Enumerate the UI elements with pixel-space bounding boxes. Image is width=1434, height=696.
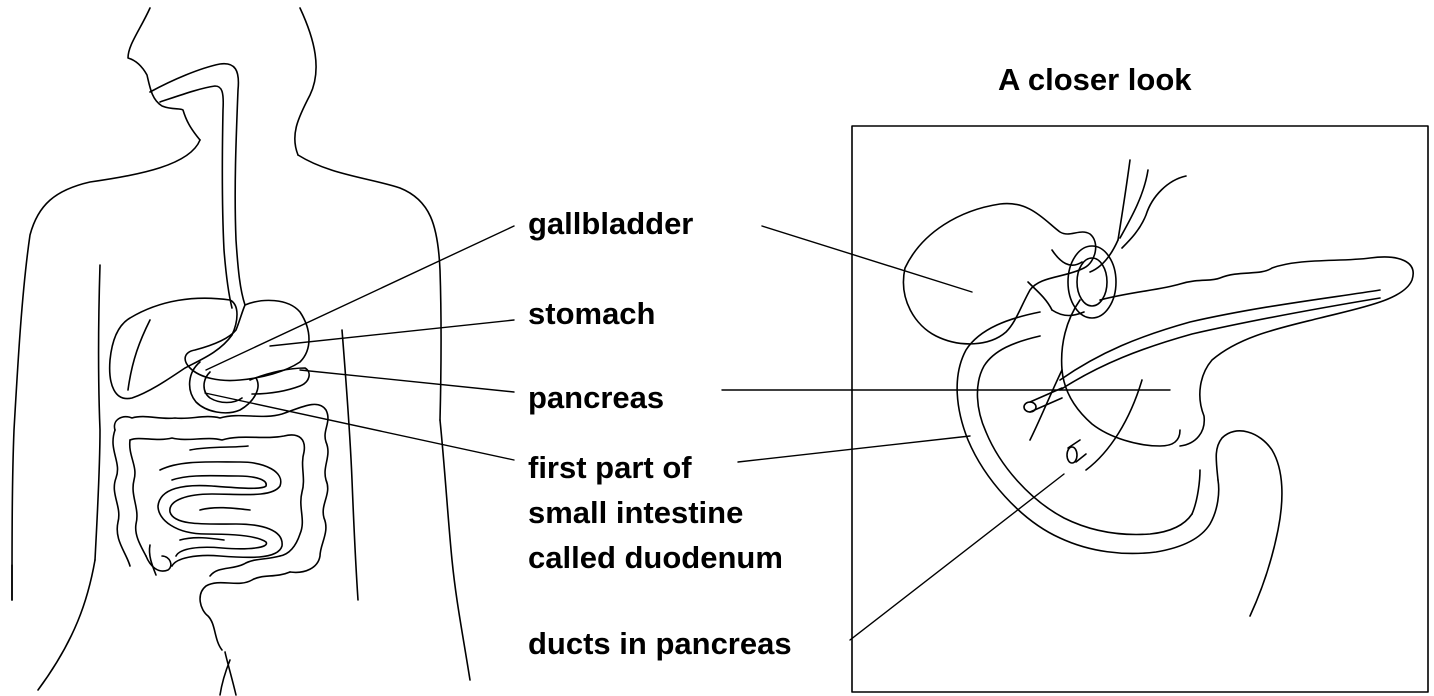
left-arm-lower xyxy=(38,560,95,690)
closer-look-illustration xyxy=(903,160,1413,616)
esophagus-inner xyxy=(160,86,232,308)
left-arm-inner xyxy=(95,265,100,560)
duodenum-c-inner xyxy=(977,336,1192,534)
label-ducts-in-pancreas: ducts in pancreas xyxy=(528,626,792,662)
ascending-colon xyxy=(113,430,130,566)
colon-outline-inner xyxy=(130,435,304,556)
torso-illustration xyxy=(12,8,470,695)
label-duodenum-line2: small intestine xyxy=(528,495,743,531)
leader-duodenum-right xyxy=(738,436,970,462)
torso-bottom-mid xyxy=(220,660,230,695)
pancreas-head xyxy=(1062,300,1180,446)
label-duodenum-line1: first part of xyxy=(528,450,692,486)
label-pancreas: pancreas xyxy=(528,380,664,416)
duodenum-tail xyxy=(1216,431,1282,616)
right-arm-inner xyxy=(342,330,358,600)
head-back-outline xyxy=(295,8,316,155)
label-gallbladder: gallbladder xyxy=(528,206,693,242)
sigmoid-colon-inner xyxy=(210,556,280,576)
right-arm-outline xyxy=(440,420,470,680)
label-duodenum-line3: called duodenum xyxy=(528,540,783,576)
closer-look-title: A closer look xyxy=(998,62,1192,98)
duodenum-tail-inner xyxy=(1192,470,1200,514)
liver-lobe-line xyxy=(128,320,150,390)
leader-gallbladder-left xyxy=(206,226,514,370)
duodenum-loop-inner xyxy=(204,372,242,403)
pancreas-duct xyxy=(1060,290,1380,390)
label-stomach: stomach xyxy=(528,296,655,332)
small-intestine-loops xyxy=(180,446,250,540)
leader-duodenum-left xyxy=(205,393,514,460)
torso-bottom-left xyxy=(225,652,236,695)
gallbladder-shape xyxy=(903,204,1095,344)
leader-pancreas-left xyxy=(300,370,514,392)
leader-ducts xyxy=(850,474,1064,640)
ascending-colon-inner xyxy=(130,440,146,556)
appendix-tail xyxy=(149,545,156,575)
duct-opening-lower xyxy=(1067,447,1077,463)
sigmoid-colon xyxy=(200,572,290,650)
leader-gallbladder-right xyxy=(762,226,972,292)
duodenum-loop xyxy=(190,362,258,413)
left-shoulder-outline xyxy=(12,140,200,600)
right-shoulder-outline xyxy=(298,155,441,420)
duct-tube-upper xyxy=(1030,388,1062,412)
small-intestine-inner xyxy=(158,476,266,556)
bile-duct-side xyxy=(1028,282,1052,310)
bile-duct-tree xyxy=(1118,160,1186,248)
pancreas-body xyxy=(1100,257,1413,446)
closer-look-frame xyxy=(852,126,1428,692)
